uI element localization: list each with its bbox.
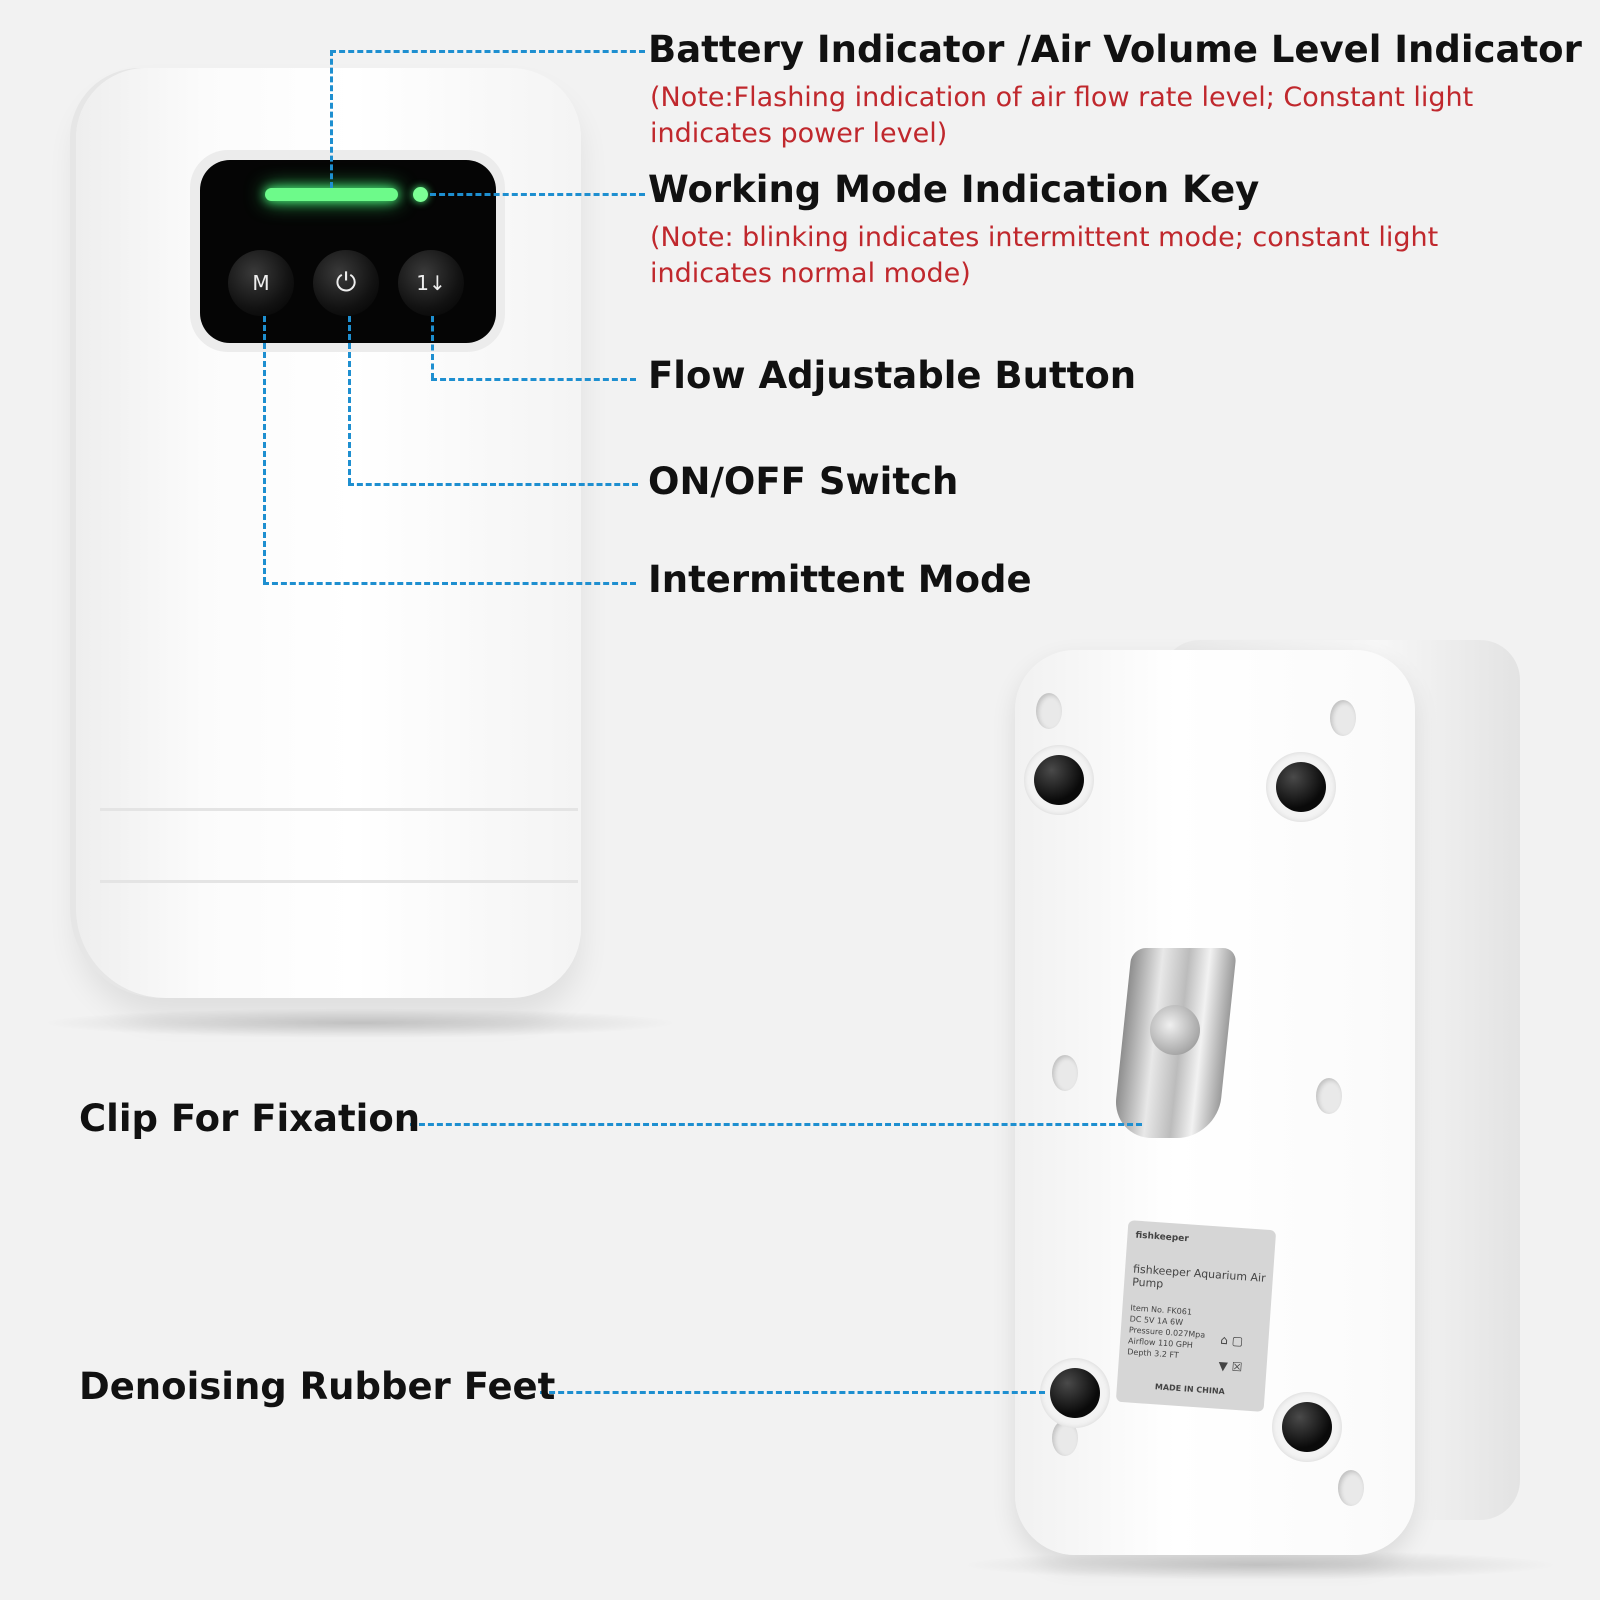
leader-feet — [540, 1391, 1045, 1394]
leader-clip — [410, 1123, 1142, 1126]
callout-clip-title: Clip For Fixation — [79, 1097, 421, 1140]
rubber-foot — [1276, 762, 1326, 812]
battery-level-led-bar — [265, 188, 398, 201]
leader-working-mode — [430, 193, 645, 196]
leader-intermittent-vertical — [263, 316, 266, 583]
leader-onoff-vertical — [348, 316, 351, 484]
callout-working-mode-title: Working Mode Indication Key — [648, 168, 1260, 211]
indoor-use-icon: ⌂ ▢ — [1219, 1332, 1244, 1349]
spec-label-plate: fishkeeper fishkeeper Aquarium Air Pump … — [1115, 1220, 1277, 1412]
working-mode-led-dot — [413, 187, 428, 202]
mount-hole — [1052, 1055, 1078, 1091]
leader-flow-vertical — [431, 316, 434, 379]
mount-hole — [1330, 700, 1356, 736]
power-hexagon-icon: ⏻ — [335, 268, 357, 298]
callout-feet-title: Denoising Rubber Feet — [79, 1365, 556, 1408]
certification-icons: ⌂ ▢ ▼ ☒ — [1218, 1327, 1245, 1381]
flow-button[interactable]: 1↓ — [398, 250, 464, 316]
callout-working-mode-note: (Note: blinking indicates intermittent m… — [650, 222, 1439, 289]
disposal-icon: ▼ ☒ — [1218, 1358, 1243, 1375]
front-device-groove-top — [100, 808, 578, 811]
spec-list: Item No. FK061 DC 5V 1A 6W Pressure 0.02… — [1127, 1302, 1221, 1363]
clip-screw — [1150, 1005, 1200, 1055]
rubber-foot — [1050, 1368, 1100, 1418]
rubber-foot — [1282, 1402, 1332, 1452]
rubber-foot — [1034, 755, 1084, 805]
mount-hole — [1316, 1078, 1342, 1114]
leader-flow-horizontal — [431, 378, 636, 381]
leader-battery-vertical — [330, 50, 333, 188]
leader-intermittent-horizontal — [263, 582, 636, 585]
mode-hexagon-icon: M — [252, 271, 270, 295]
power-button[interactable]: ⏻ — [313, 250, 379, 316]
made-in-label: MADE IN CHINA — [1154, 1382, 1226, 1397]
front-device-shadow — [40, 1008, 680, 1038]
leader-battery-horizontal — [330, 50, 645, 53]
back-device-shadow — [960, 1550, 1560, 1580]
callout-battery-note: (Note:Flashing indication of air flow ra… — [650, 82, 1474, 149]
flow-hexagon-icon: 1↓ — [416, 271, 446, 295]
mode-button[interactable]: M — [228, 250, 294, 316]
callout-onoff-title: ON/OFF Switch — [648, 460, 959, 503]
mount-hole — [1036, 693, 1062, 729]
callout-battery-title: Battery Indicator /Air Volume Level Indi… — [648, 28, 1582, 71]
brand-logo: fishkeeper — [1135, 1230, 1190, 1245]
callout-flow-title: Flow Adjustable Button — [648, 354, 1137, 397]
leader-onoff-horizontal — [348, 483, 638, 486]
product-name: fishkeeper Aquarium Air Pump — [1131, 1262, 1267, 1291]
front-device-groove-bottom — [100, 880, 578, 883]
callout-intermittent-title: Intermittent Mode — [648, 558, 1032, 601]
mount-hole — [1338, 1470, 1364, 1506]
